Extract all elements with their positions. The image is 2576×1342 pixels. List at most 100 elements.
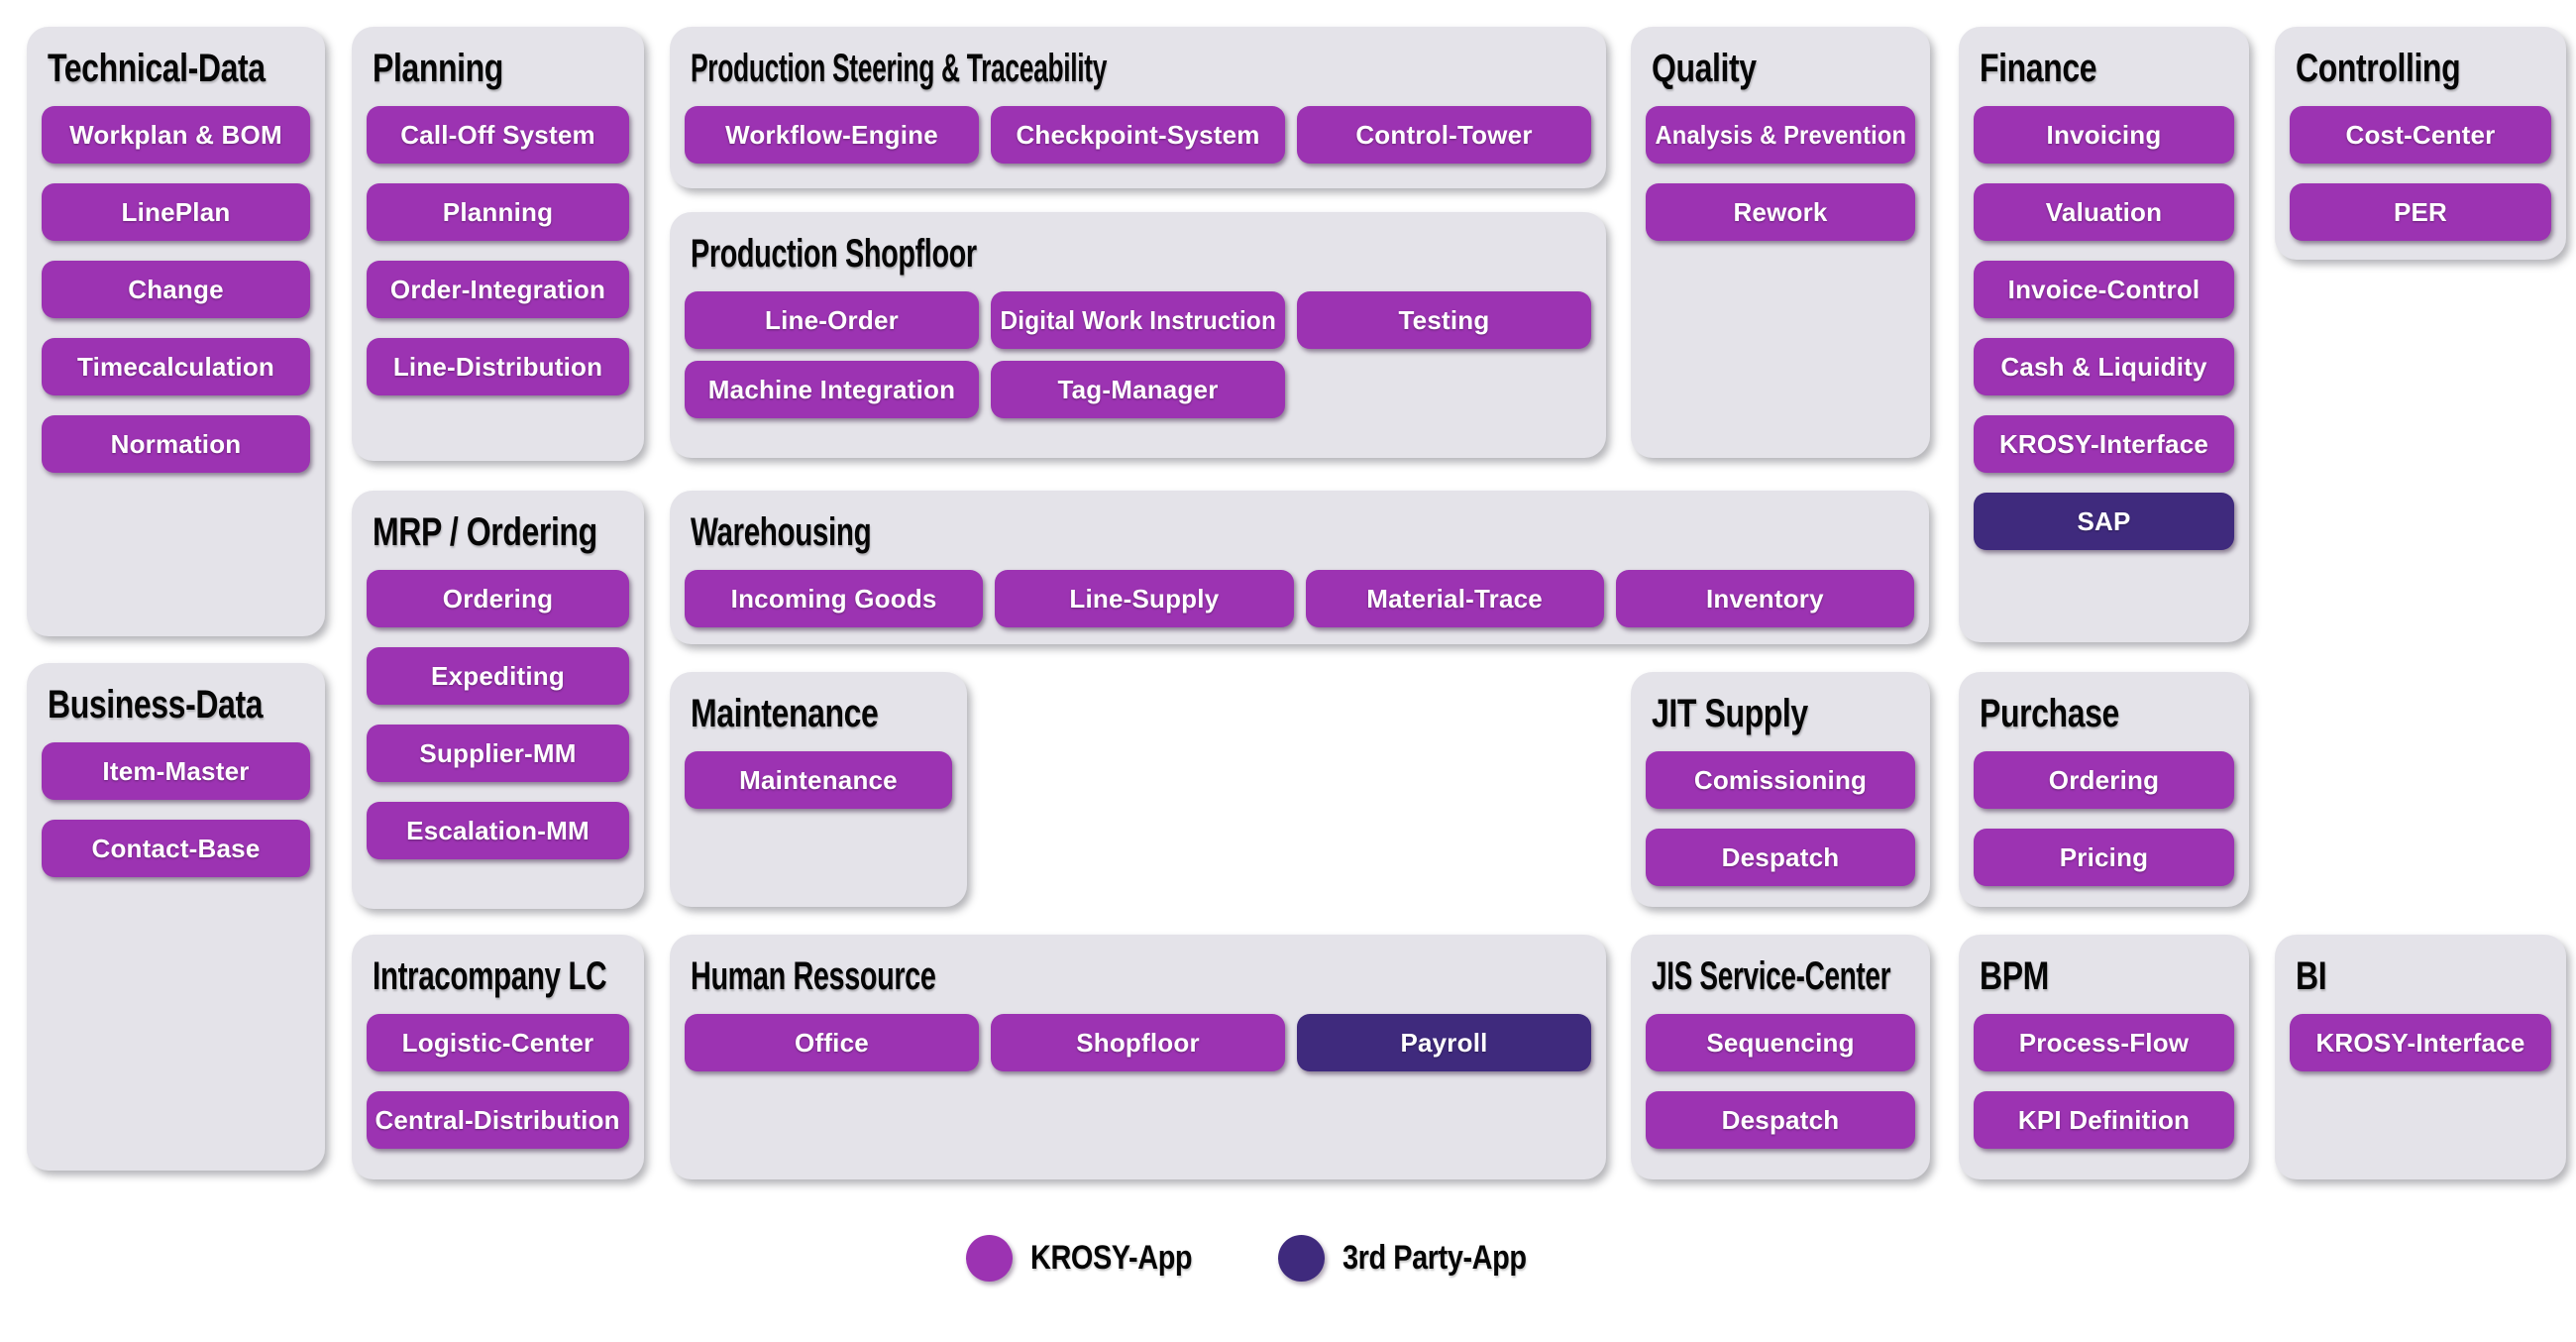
app-timecalculation-button[interactable]: Timecalculation [42,338,310,395]
app-label: Pricing [2059,841,2149,872]
app-invoicing-button[interactable]: Invoicing [1974,106,2234,164]
panel-title: JIT Supply [1652,692,1915,735]
app-despatch-button[interactable]: Despatch [1646,1091,1915,1149]
app-cash-liquidity-button[interactable]: Cash & Liquidity [1974,338,2234,395]
app-krosy-interface-button[interactable]: KROSY-Interface [1974,415,2234,473]
panel-title-text: Human Ressource [691,954,936,998]
panel-title-text: Planning [373,47,503,90]
app-comissioning-button[interactable]: Comissioning [1646,751,1915,809]
app-label: Office [795,1027,869,1058]
panel-maintenance: Maintenance Maintenance [670,672,967,907]
app-payroll-button[interactable]: Payroll [1297,1014,1591,1071]
app-rework-button[interactable]: Rework [1646,183,1915,241]
app-escalation-mm-button[interactable]: Escalation-MM [367,802,629,859]
app-label: Order-Integration [389,274,606,304]
app-central-distribution-button[interactable]: Central-Distribution [367,1091,629,1149]
app-line-distribution-button[interactable]: Line-Distribution [367,338,629,395]
app-shopfloor-button[interactable]: Shopfloor [991,1014,1285,1071]
app-kpi-definition-button[interactable]: KPI Definition [1974,1091,2234,1149]
app-line-supply-button[interactable]: Line-Supply [995,570,1294,627]
app-normation-button[interactable]: Normation [42,415,310,473]
app-label: Supplier-MM [419,737,577,768]
app-label: Process-Flow [2018,1027,2190,1058]
legend-color-dot-icon [966,1235,1013,1282]
app-change-button[interactable]: Change [42,261,310,318]
app-maintenance-button[interactable]: Maintenance [685,751,952,809]
app-invoice-control-button[interactable]: Invoice-Control [1974,261,2234,318]
panel-title: Human Ressource [691,954,1591,998]
app-label: Escalation-MM [406,815,590,845]
app-cost-center-button[interactable]: Cost-Center [2290,106,2551,164]
app-label: Maintenance [739,764,898,795]
app-pricing-button[interactable]: Pricing [1974,829,2234,886]
panel-title-text: Quality [1652,47,1757,90]
app-workflow-engine-button[interactable]: Workflow-Engine [685,106,979,164]
app-checkpoint-system-button[interactable]: Checkpoint-System [991,106,1285,164]
app-workplan-bom-button[interactable]: Workplan & BOM [42,106,310,164]
app-digital-work-instruction-button[interactable]: Digital Work Instruction [991,291,1285,349]
app-label: Normation [110,428,242,459]
app-label: Despatch [1721,1104,1840,1135]
app-label: Inventory [1705,583,1824,614]
app-logistic-center-button[interactable]: Logistic-Center [367,1014,629,1071]
app-analysis-prevention-button[interactable]: Analysis & Prevention [1646,106,1915,164]
app-label: Timecalculation [76,351,275,382]
app-supplier-mm-button[interactable]: Supplier-MM [367,725,629,782]
panel-title-text: Warehousing [691,510,872,554]
app-per-button[interactable]: PER [2290,183,2551,241]
app-planning-button[interactable]: Planning [367,183,629,241]
app-sap-button[interactable]: SAP [1974,493,2234,550]
app-control-tower-button[interactable]: Control-Tower [1297,106,1591,164]
app-krosy-interface-button[interactable]: KROSY-Interface [2290,1014,2551,1071]
app-call-off-system-button[interactable]: Call-Off System [367,106,629,164]
app-process-flow-button[interactable]: Process-Flow [1974,1014,2234,1071]
app-incoming-goods-button[interactable]: Incoming Goods [685,570,984,627]
legend-label: 3rd Party-App [1342,1239,1527,1277]
app-label: Machine Integration [707,374,956,404]
app-order-integration-button[interactable]: Order-Integration [367,261,629,318]
app-expediting-button[interactable]: Expediting [367,647,629,705]
app-label: Analysis & Prevention [1655,119,1906,150]
panel-title: Finance [1980,47,2234,90]
panel-title: Maintenance [691,692,952,735]
legend-item-krosy-app: KROSY-App [966,1235,1221,1282]
app-testing-button[interactable]: Testing [1297,291,1591,349]
app-ordering-button[interactable]: Ordering [367,570,629,627]
panel-title: Production Steering & Traceability [691,47,1591,90]
app-label: Expediting [431,660,565,691]
app-despatch-button[interactable]: Despatch [1646,829,1915,886]
app-label: Workplan & BOM [69,119,282,150]
app-office-button[interactable]: Office [685,1014,979,1071]
app-ordering-button[interactable]: Ordering [1974,751,2234,809]
app-valuation-button[interactable]: Valuation [1974,183,2234,241]
app-line-order-button[interactable]: Line-Order [685,291,979,349]
app-label: Ordering [442,583,554,614]
app-label: Cash & Liquidity [2000,351,2207,382]
app-sequencing-button[interactable]: Sequencing [1646,1014,1915,1071]
app-tag-manager-button[interactable]: Tag-Manager [991,361,1285,418]
app-label: Testing [1398,304,1490,335]
panel-title-text: MRP / Ordering [373,510,597,554]
app-label: Logistic-Center [401,1027,594,1058]
app-lineplan-button[interactable]: LinePlan [42,183,310,241]
app-label: Ordering [2048,764,2160,795]
app-inventory-button[interactable]: Inventory [1615,570,1914,627]
app-contact-base-button[interactable]: Contact-Base [42,820,310,877]
panel-title-text: Controlling [2296,47,2461,90]
panel-title-text: Production Steering & Traceability [691,47,1108,90]
app-material-trace-button[interactable]: Material-Trace [1305,570,1604,627]
app-machine-integration-button[interactable]: Machine Integration [685,361,979,418]
app-item-master-button[interactable]: Item-Master [42,742,310,800]
